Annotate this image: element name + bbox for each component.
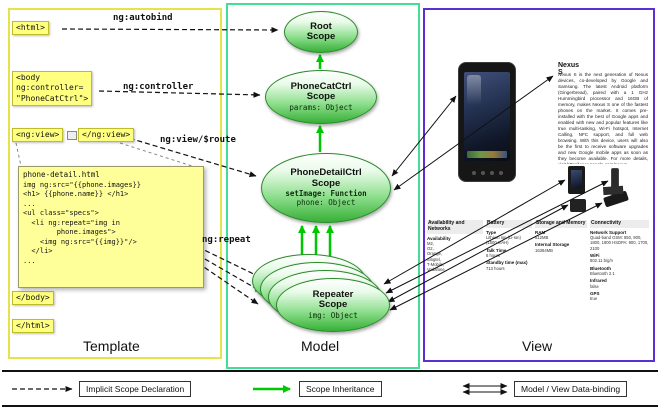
spec-value: 16384MB bbox=[535, 247, 553, 253]
phonecatctrl-scope-title: PhoneCatCtrl Scope bbox=[290, 80, 352, 103]
model-panel-label: Model bbox=[301, 338, 340, 354]
body-close-tag: </body> bbox=[12, 291, 54, 306]
root-scope-title: Root Scope bbox=[306, 20, 336, 42]
spec-header: Storage and Memory bbox=[535, 220, 587, 228]
spec-header: Battery bbox=[486, 220, 532, 228]
spec-value: true bbox=[590, 296, 598, 302]
spec-value: Bluetooth 2.1 bbox=[590, 270, 615, 276]
thumbnail-screen bbox=[571, 170, 582, 188]
legend-scope-inheritance-label: Scope Inheritance bbox=[299, 381, 382, 397]
repeater-img-prop: img: Object bbox=[308, 310, 358, 320]
legend-divider-bottom bbox=[2, 405, 658, 407]
screen-dock bbox=[467, 151, 507, 158]
legend-implicit-scope-label: Implicit Scope Declaration bbox=[79, 381, 192, 397]
product-title: Nexus S bbox=[558, 62, 580, 76]
ngview-open-tag: <ng:view> bbox=[12, 128, 64, 143]
template-panel-label: Template bbox=[83, 338, 140, 354]
annotation-ng-view-route: ng:view/$route bbox=[160, 135, 236, 145]
phone-screen bbox=[464, 72, 510, 161]
phone-buttons bbox=[459, 171, 515, 175]
phonedetailctrl-scope-ellipse: PhoneDetailCtrl Scope setImage: Function… bbox=[261, 153, 391, 223]
ngview-placeholder-icon bbox=[67, 131, 77, 140]
spec-value: Quad-band GSM: 850, 900, 1800, 1900 HSDP… bbox=[590, 235, 649, 251]
phone-thumbnail-back bbox=[570, 199, 586, 212]
spec-header: Availability and Networks bbox=[427, 220, 483, 234]
html-close-tag: </html> bbox=[12, 319, 54, 334]
phonedetailctrl-phone-prop: phone: Object bbox=[296, 198, 356, 208]
spec-value: false bbox=[590, 283, 599, 289]
spec-value: 713 hours bbox=[486, 265, 505, 271]
spec-value: 512MB bbox=[535, 235, 549, 241]
html-open-tag: <html> bbox=[12, 21, 49, 36]
repeater-scope-title: Repeater Scope bbox=[312, 288, 354, 311]
view-panel-label: View bbox=[522, 338, 553, 354]
legend-data-binding-label: Model / View Data-binding bbox=[514, 381, 628, 397]
annotation-ng-autobind: ng:autobind bbox=[113, 13, 173, 23]
legend-divider-top bbox=[2, 370, 658, 372]
ngview-close-tag: </ng:view> bbox=[78, 128, 135, 143]
spec-label: Standby time (max) bbox=[486, 260, 528, 266]
annotation-ng-controller: ng:controller bbox=[123, 82, 194, 92]
spec-value: Lithium Ion (Li-Ion) (1500 mAH) bbox=[486, 235, 521, 246]
spec-header: Connectivity bbox=[590, 220, 649, 228]
phone-detail-code-box: phone-detail.html img ng:src="{{phone.im… bbox=[18, 166, 204, 288]
spec-value: 802.11 b/g/n bbox=[590, 258, 613, 264]
screen-glare bbox=[467, 75, 481, 105]
phonedetailctrl-setimage-prop: setImage: Function bbox=[285, 189, 367, 199]
spec-value: 6 hours bbox=[486, 253, 500, 259]
spec-value: M2, O2, Orange, Singtel, T-Mobile, Vodaf… bbox=[427, 240, 445, 273]
code-box-title: phone-detail.html bbox=[23, 170, 100, 179]
root-scope-ellipse: Root Scope bbox=[284, 11, 358, 53]
phone-thumbnail-front bbox=[568, 166, 585, 194]
product-description: Nexus S is the next generation of Nexus … bbox=[558, 72, 648, 164]
repeater-scope-ellipse-front: Repeater Scope img: Object bbox=[276, 278, 390, 332]
phonecatctrl-scope-ellipse: PhoneCatCtrl Scope params: Object bbox=[265, 70, 377, 124]
annotation-ng-repeat: ng:repeat bbox=[202, 235, 251, 245]
phonecatctrl-params-prop: params: Object bbox=[289, 102, 353, 112]
thumbnail-lid bbox=[602, 185, 624, 196]
phonedetailctrl-scope-title: PhoneDetailCtrl Scope bbox=[290, 167, 362, 189]
body-open-tag: <body ng:controller= "PhoneCatCtrl"> bbox=[12, 71, 93, 107]
code-box-body: img ng:src="{{phone.images}} <h1> {{phon… bbox=[23, 181, 142, 265]
phone-image bbox=[458, 62, 516, 182]
